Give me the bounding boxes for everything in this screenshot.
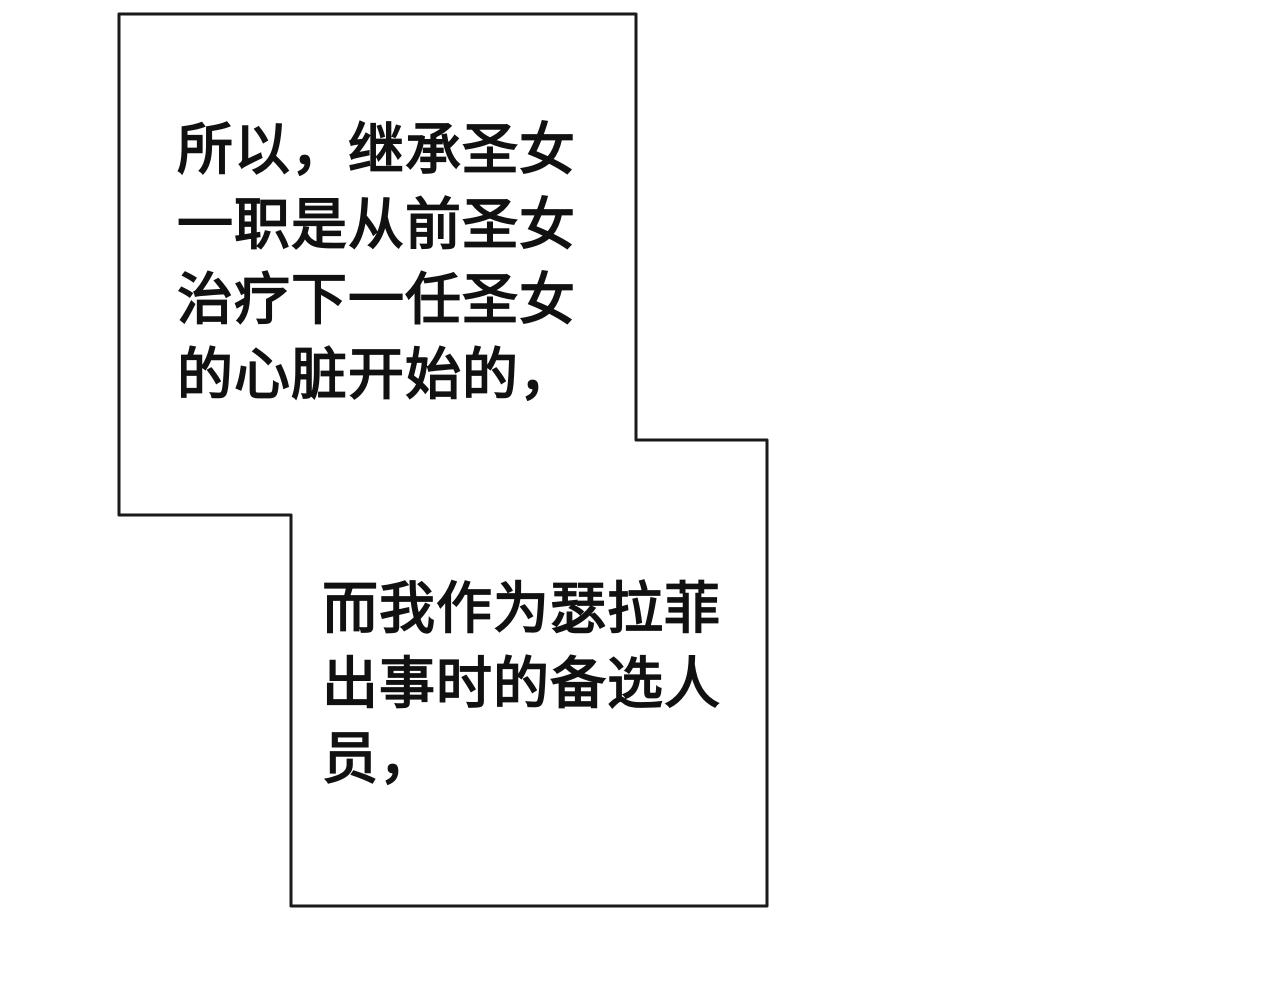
caption-line: 治疗下一任圣女 [177,268,576,333]
caption-box-shape [117,12,769,908]
caption-line: 而我作为瑟拉菲 [322,577,721,642]
caption-line: 所以，继承圣女 [177,118,576,183]
caption-line: 员， [322,727,436,792]
caption-line: 出事时的备选人 [322,652,721,717]
caption-line: 一职是从前圣女 [177,193,576,258]
caption-line: 的心脏开始的， [177,343,576,408]
